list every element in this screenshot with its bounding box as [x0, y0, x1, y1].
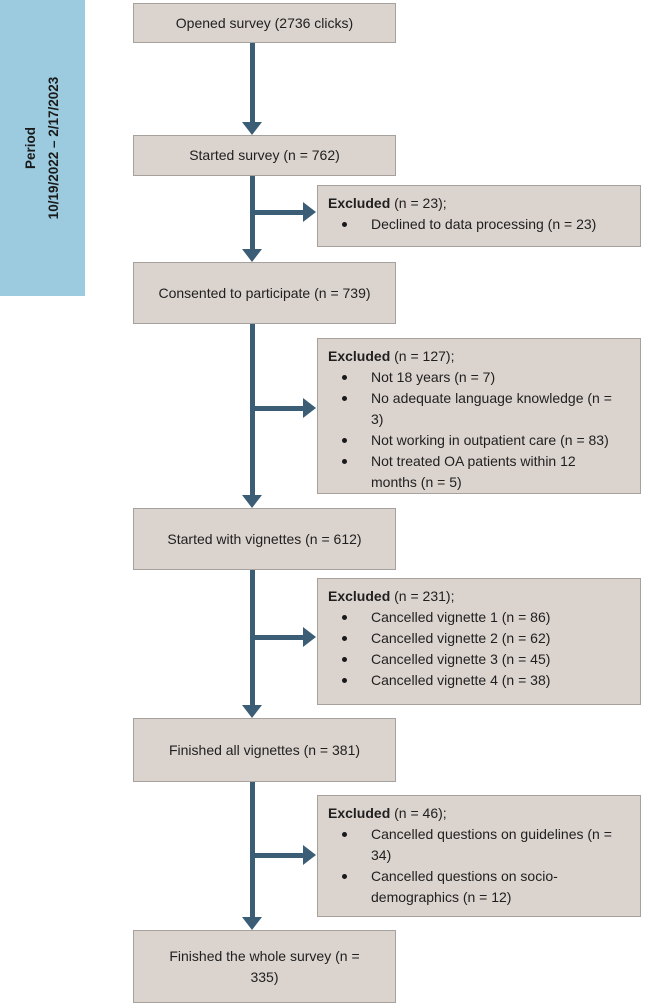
excluded-label: Excluded [328, 805, 391, 821]
excluded-reason-list: Cancelled vignette 1 (n = 86) Cancelled … [328, 607, 623, 691]
branch-arrow-line [252, 635, 303, 640]
excluded-count: (n = 23); [390, 195, 447, 211]
excluded-reason: Cancelled vignette 2 (n = 62) [328, 628, 623, 649]
excluded-reason: Declined to data processing (n = 23) [328, 214, 623, 235]
excluded-label: Excluded [328, 348, 391, 364]
excluded-header: Excluded (n = 46); [328, 803, 623, 824]
flow-arrow-line [250, 43, 255, 123]
excluded-reason-list: Cancelled questions on guidelines (n = 3… [328, 824, 623, 908]
excluded-count: (n = 127); [390, 348, 455, 364]
excluded-box-2: Excluded (n = 127); Not 18 years (n = 7)… [317, 338, 641, 494]
arrowhead-down-icon [242, 495, 262, 508]
flow-box-consented: Consented to participate (n = 739) [133, 262, 396, 324]
excluded-header: Excluded (n = 23); [328, 193, 623, 214]
arrowhead-right-icon [303, 627, 316, 647]
period-panel: Period 10/19/2022 – 2/17/2023 [0, 0, 85, 296]
excluded-reason: Cancelled vignette 3 (n = 45) [328, 649, 623, 670]
flow-box-label: Started survey (n = 762) [189, 147, 340, 164]
flow-arrow-line [250, 782, 255, 918]
flow-box-label: Finished the whole survey (n = 335) [169, 948, 360, 985]
excluded-count: (n = 231); [390, 588, 455, 604]
excluded-box-1: Excluded (n = 23); Declined to data proc… [317, 185, 641, 247]
excluded-reason: Not treated OA patients within 12 months… [328, 451, 623, 493]
branch-arrow-line [252, 853, 303, 858]
arrowhead-down-icon [242, 122, 262, 135]
excluded-label: Excluded [328, 588, 391, 604]
arrowhead-down-icon [242, 705, 262, 718]
excluded-box-3: Excluded (n = 231); Cancelled vignette 1… [317, 578, 641, 705]
flow-box-finished-vignettes: Finished all vignettes (n = 381) [133, 718, 396, 782]
excluded-label: Excluded [328, 195, 391, 211]
excluded-reason: Cancelled vignette 1 (n = 86) [328, 607, 623, 628]
arrowhead-right-icon [303, 398, 316, 418]
arrowhead-right-icon [303, 845, 316, 865]
excluded-count: (n = 46); [390, 805, 447, 821]
period-title: Period [22, 126, 38, 170]
branch-arrow-line [252, 210, 303, 215]
excluded-box-4: Excluded (n = 46); Cancelled questions o… [317, 795, 641, 917]
excluded-reason: Cancelled questions on socio-demographic… [328, 866, 623, 908]
flow-box-started-vignettes: Started with vignettes (n = 612) [133, 508, 396, 570]
excluded-reason: Not 18 years (n = 7) [328, 367, 623, 388]
arrowhead-right-icon [303, 202, 316, 222]
flow-box-finished-survey: Finished the whole survey (n = 335) [133, 930, 396, 1003]
excluded-reason: Not working in outpatient care (n = 83) [328, 430, 623, 451]
arrowhead-down-icon [242, 917, 262, 930]
excluded-reason: Cancelled questions on guidelines (n = 3… [328, 824, 623, 866]
excluded-header: Excluded (n = 127); [328, 346, 623, 367]
flow-box-label: Started with vignettes (n = 612) [167, 530, 362, 547]
flow-box-label: Consented to participate (n = 739) [158, 284, 371, 301]
flow-box-label: Opened survey (2736 clicks) [175, 14, 354, 31]
excluded-reason-list: Not 18 years (n = 7) No adequate languag… [328, 367, 623, 493]
excluded-reason-list: Declined to data processing (n = 23) [328, 214, 623, 235]
excluded-header: Excluded (n = 231); [328, 586, 623, 607]
flow-box-started-survey: Started survey (n = 762) [133, 135, 396, 176]
branch-arrow-line [252, 406, 303, 411]
flow-box-label: Finished all vignettes (n = 381) [168, 741, 361, 758]
excluded-reason: Cancelled vignette 4 (n = 38) [328, 670, 623, 691]
period-label-group: Period 10/19/2022 – 2/17/2023 [20, 77, 66, 220]
period-date-range: 10/19/2022 – 2/17/2023 [45, 76, 61, 220]
excluded-reason: No adequate language knowledge (n = 3) [328, 388, 623, 430]
flow-box-opened-survey: Opened survey (2736 clicks) [133, 3, 396, 43]
arrowhead-down-icon [242, 249, 262, 262]
